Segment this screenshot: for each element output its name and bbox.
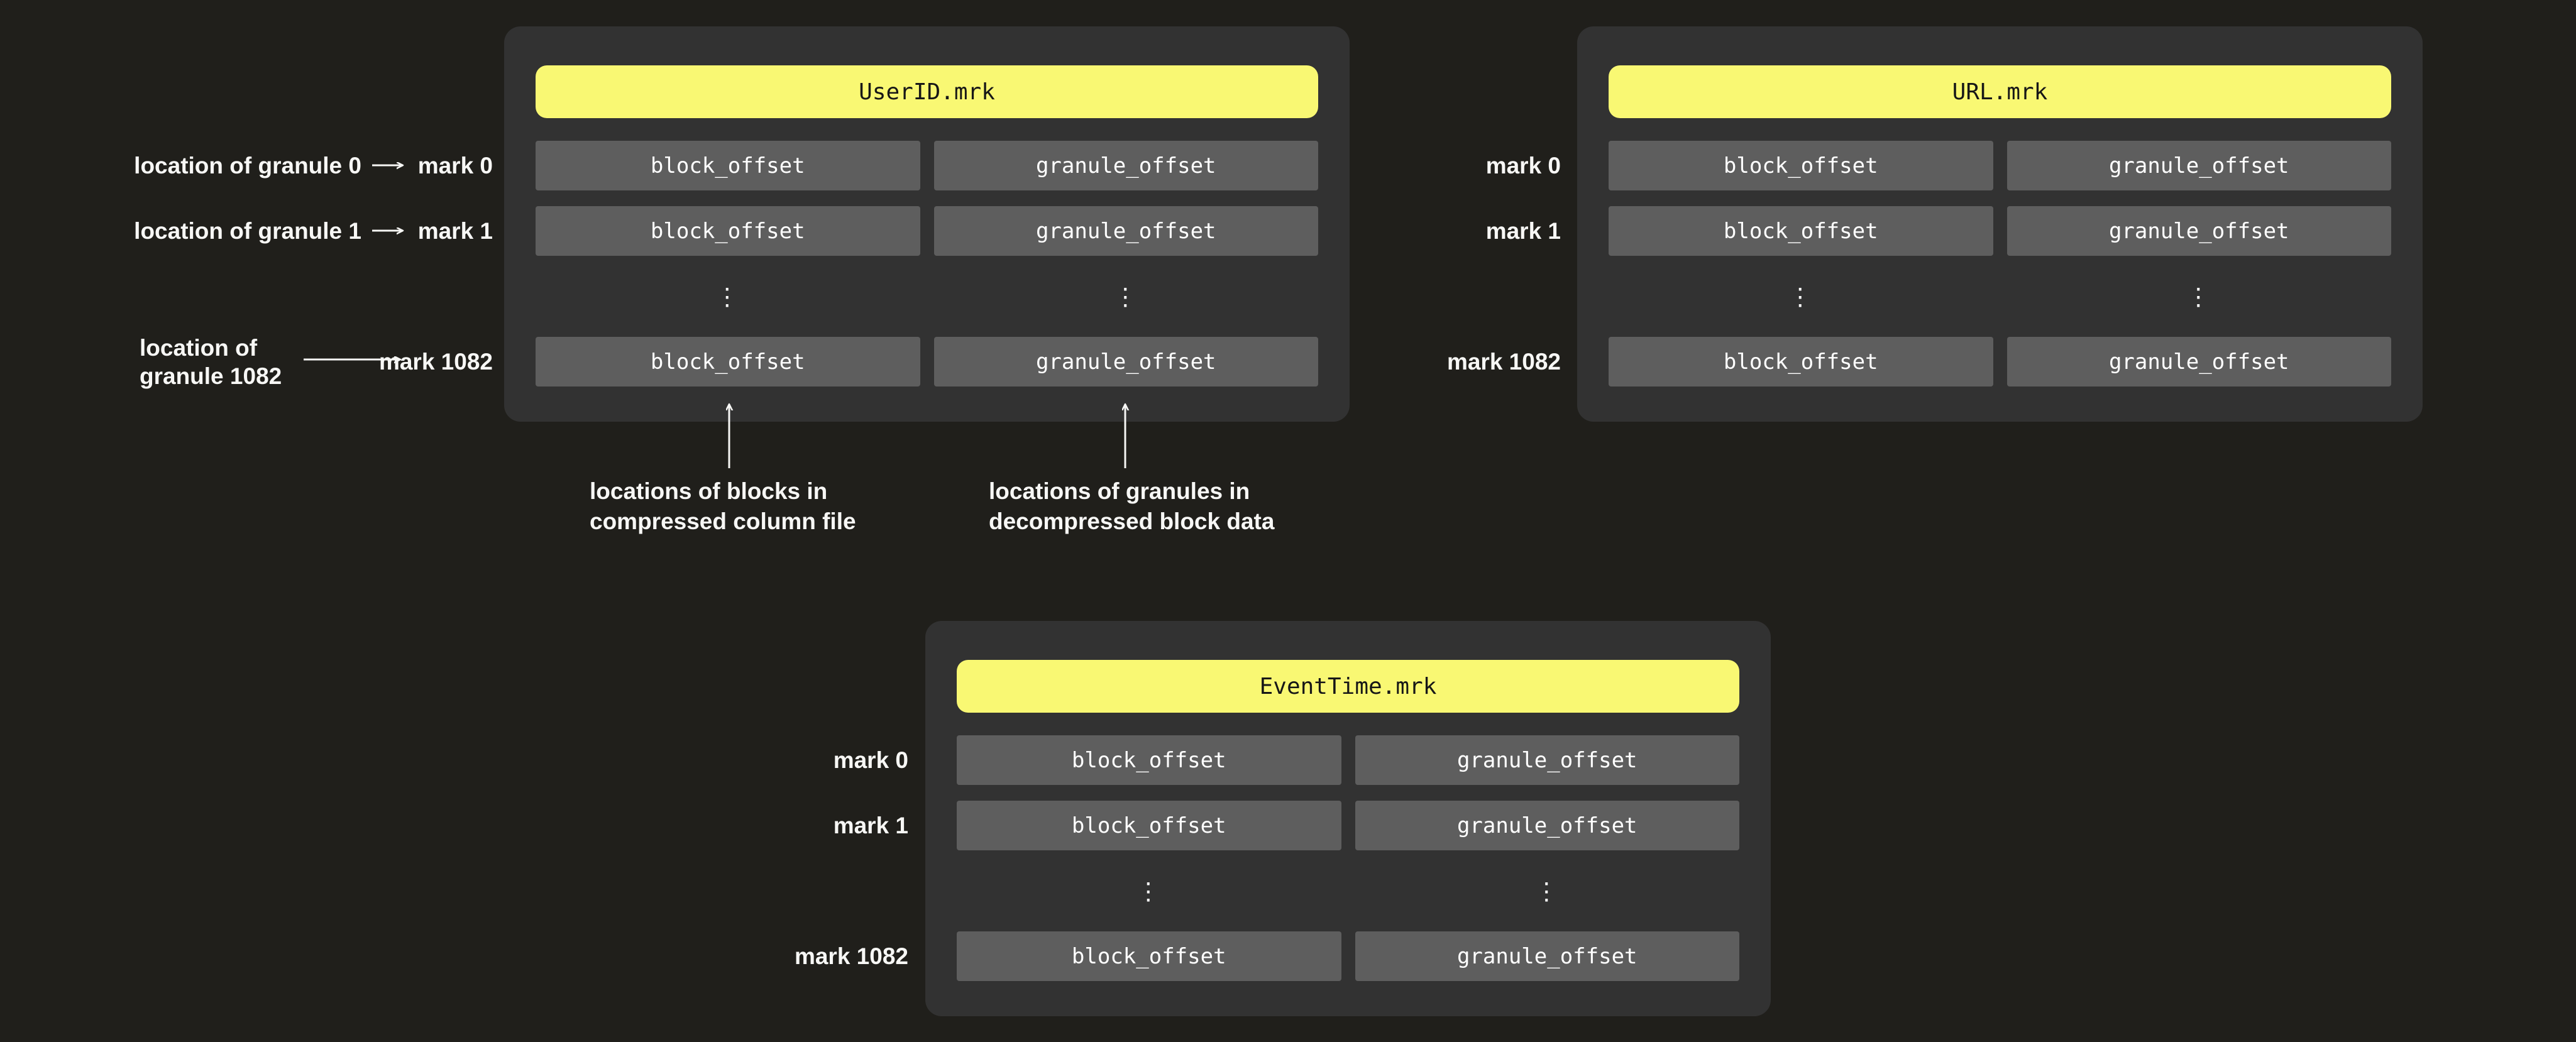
- annotation-line: decompressed block data: [989, 508, 1275, 534]
- granule-offset-cell: granule_offset: [933, 206, 1318, 256]
- block-offset-cell: block_offset: [536, 206, 920, 256]
- mark-label: mark 0: [1485, 153, 1561, 178]
- annotation-location-granule-1: location of granule 1: [134, 218, 361, 244]
- mark-label: mark 0: [833, 747, 908, 773]
- mark-file-panel-eventtime: EventTime.mrk block_offset granule_offse…: [925, 621, 1771, 1016]
- granule-offset-cell: granule_offset: [933, 337, 1318, 387]
- mark-file-title: UserID.mrk: [536, 65, 1318, 118]
- mark-file-title: URL.mrk: [1609, 65, 2391, 118]
- mark-label: mark 1: [833, 813, 908, 838]
- mark-row: block_offset granule_offset: [536, 206, 1318, 256]
- ellipsis-row: ⋮ ⋮: [957, 866, 1739, 916]
- granule-offset-cell: granule_offset: [1355, 801, 1739, 850]
- block-offset-cell: block_offset: [957, 735, 1341, 785]
- annotation-line: locations of blocks in: [590, 478, 828, 504]
- mark-row: block_offset granule_offset: [1609, 337, 2391, 387]
- granule-offset-cell: granule_offset: [2006, 206, 2391, 256]
- mark-label: mark 0: [417, 153, 493, 178]
- mark-label: mark 1082: [794, 943, 908, 969]
- mark-file-title: EventTime.mrk: [957, 660, 1739, 713]
- annotation-line: compressed column file: [590, 508, 856, 534]
- mark-file-panel-url: URL.mrk block_offset granule_offset bloc…: [1577, 26, 2423, 422]
- ellipsis: ⋮: [1788, 282, 1814, 310]
- mark-label: mark 1082: [1446, 349, 1561, 375]
- mark-row: block_offset granule_offset: [957, 931, 1739, 981]
- ellipsis: ⋮: [1534, 877, 1560, 905]
- annotation-line: granule 1082: [140, 363, 282, 389]
- mark-row: block_offset granule_offset: [957, 735, 1739, 785]
- granule-offset-cell: granule_offset: [1355, 931, 1739, 981]
- annotation-blocks-location: locations of blocks in compressed column…: [590, 476, 916, 537]
- block-offset-cell: block_offset: [1609, 141, 1993, 190]
- ellipsis-row: ⋮ ⋮: [1609, 271, 2391, 321]
- annotation-location-granule-0: location of granule 0: [134, 153, 361, 178]
- granule-offset-cell: granule_offset: [933, 141, 1318, 190]
- granule-offset-cell: granule_offset: [2006, 141, 2391, 190]
- ellipsis: ⋮: [1136, 877, 1162, 905]
- ellipsis: ⋮: [715, 282, 740, 310]
- annotation-location-granule-1082: location of granule 1082: [140, 334, 404, 390]
- granule-offset-cell: granule_offset: [1355, 735, 1739, 785]
- ellipsis: ⋮: [1113, 282, 1139, 310]
- mark-row: block_offset granule_offset: [957, 801, 1739, 850]
- block-offset-cell: block_offset: [957, 931, 1341, 981]
- mark-row: block_offset granule_offset: [1609, 141, 2391, 190]
- block-offset-cell: block_offset: [1609, 337, 1993, 387]
- mark-row: block_offset granule_offset: [1609, 206, 2391, 256]
- annotation-line: locations of granules in: [989, 478, 1250, 504]
- mark-row: block_offset granule_offset: [536, 141, 1318, 190]
- block-offset-cell: block_offset: [957, 801, 1341, 850]
- mark-row: block_offset granule_offset: [536, 337, 1318, 387]
- ellipsis-row: ⋮ ⋮: [536, 271, 1318, 321]
- block-offset-cell: block_offset: [1609, 206, 1993, 256]
- ellipsis: ⋮: [2186, 282, 2212, 310]
- mark-file-panel-userid: UserID.mrk block_offset granule_offset b…: [504, 26, 1350, 422]
- granule-offset-cell: granule_offset: [2006, 337, 2391, 387]
- mark-label: mark 1: [1485, 218, 1561, 244]
- block-offset-cell: block_offset: [536, 141, 920, 190]
- block-offset-cell: block_offset: [536, 337, 920, 387]
- mark-label: mark 1: [417, 218, 493, 244]
- annotation-line: location of: [140, 335, 258, 361]
- annotation-granules-location: locations of granules in decompressed bl…: [989, 476, 1316, 537]
